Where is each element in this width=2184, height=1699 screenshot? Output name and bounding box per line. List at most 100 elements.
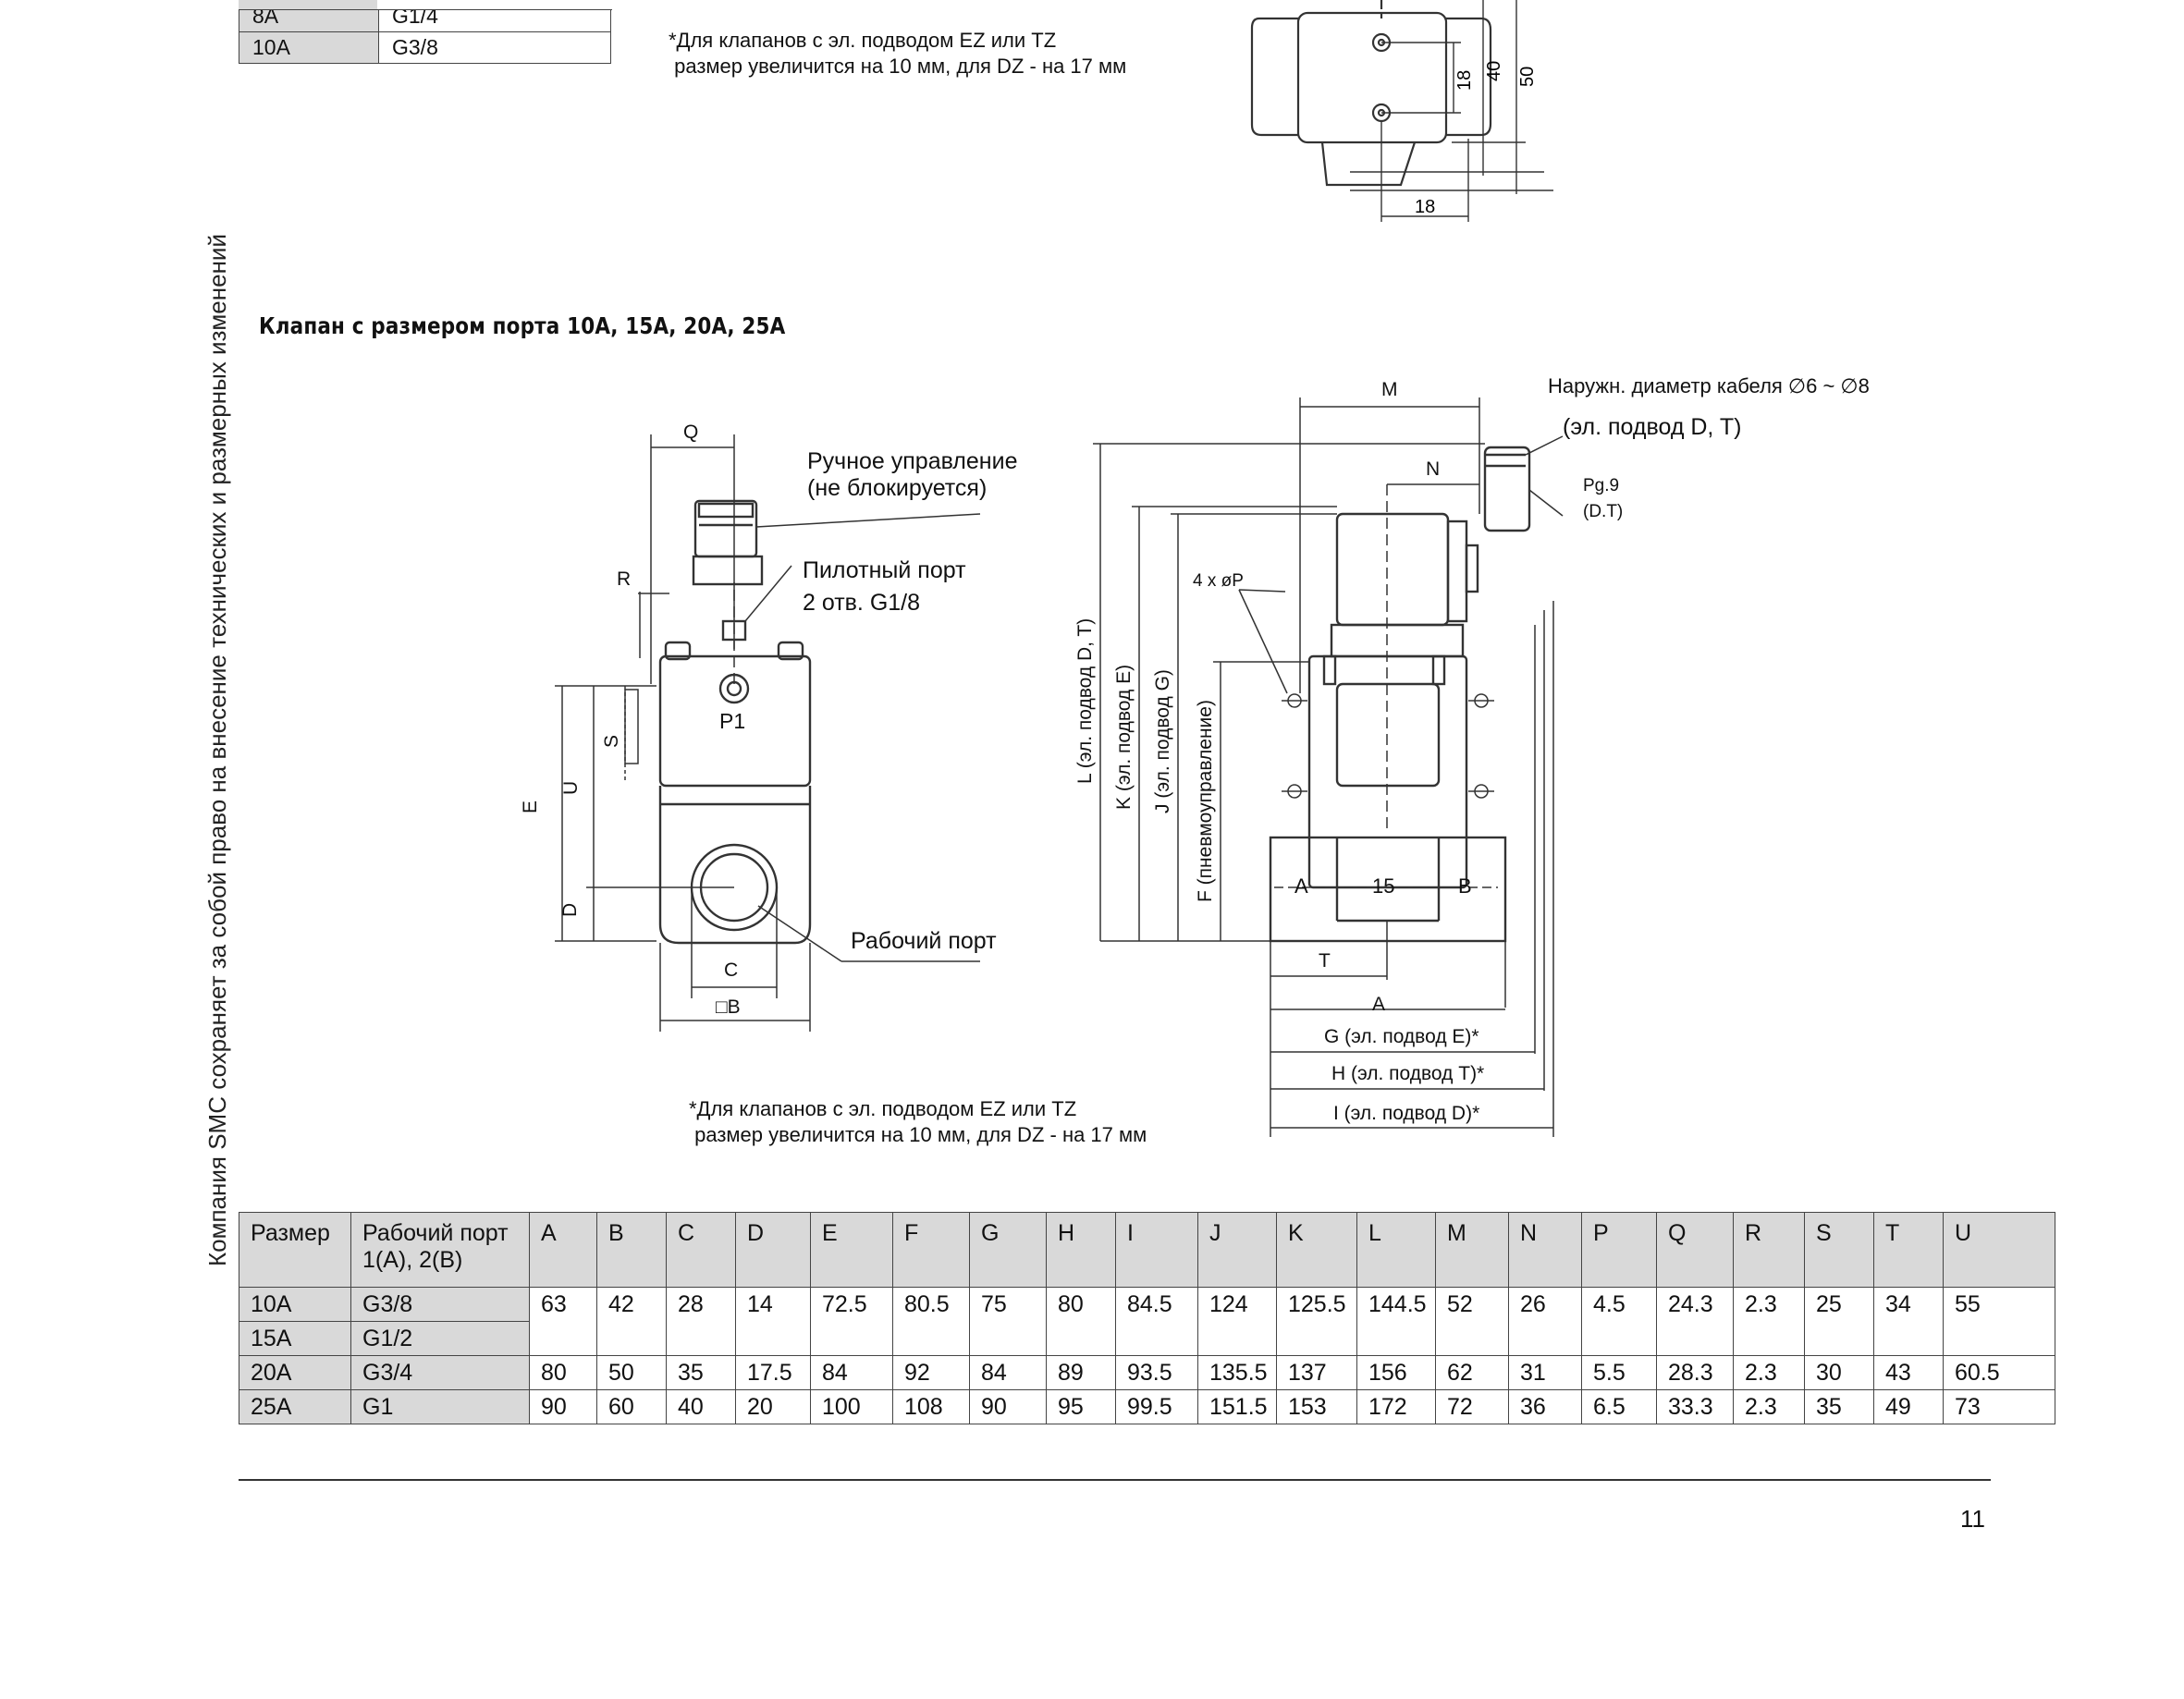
value-cell: 108 (892, 1389, 970, 1424)
size-cell: 10A (239, 1287, 351, 1322)
dim-50: 50 (1517, 67, 1538, 87)
dim-d: D (559, 902, 581, 917)
port-cell: G3/4 (350, 1355, 530, 1390)
dim-u: U (560, 780, 582, 795)
value-cell: 151.5 (1197, 1389, 1277, 1424)
value-cell: 75 (969, 1287, 1047, 1356)
value-cell: 72.5 (810, 1287, 893, 1356)
dim-s: S (601, 734, 622, 748)
dim-40: 40 (1484, 61, 1504, 81)
value-cell: 24.3 (1656, 1287, 1734, 1356)
dim-j-vertical: J (эл. подвод G) (1152, 669, 1173, 813)
dim-i-horizontal: I (эл. подвод D)* (1333, 1103, 1480, 1124)
value-cell: 4.5 (1581, 1287, 1657, 1356)
cable-diameter-label: Наружн. диаметр кабеля ∅6 ~ ∅8 (1548, 374, 1870, 397)
header-col: E (810, 1212, 893, 1288)
value-cell: 80 (529, 1355, 597, 1390)
value-cell: 84 (969, 1355, 1047, 1390)
header-col: C (666, 1212, 736, 1288)
value-cell: 50 (596, 1355, 667, 1390)
value-cell: 26 (1508, 1287, 1582, 1356)
port-cell: G1/2 (350, 1321, 530, 1356)
size-cell: 20A (239, 1355, 351, 1390)
dim-m: M (1381, 379, 1398, 400)
value-cell: 36 (1508, 1389, 1582, 1424)
label-line: (не блокируется) (807, 475, 988, 501)
value-cell: 43 (1873, 1355, 1944, 1390)
header-col: M (1435, 1212, 1509, 1288)
pg-sub-label: (D.T) (1583, 502, 1624, 521)
value-cell: 84 (810, 1355, 893, 1390)
dim-18-vertical: 18 (1454, 70, 1475, 91)
note-line: размер увеличится на 10 мм, для DZ - на … (689, 1123, 1147, 1146)
size-cell: 10A (239, 31, 379, 64)
dim-q: Q (683, 422, 699, 443)
value-cell: 89 (1046, 1355, 1116, 1390)
value-cell: 31 (1508, 1355, 1582, 1390)
value-cell: 135.5 (1197, 1355, 1277, 1390)
value-cell: 137 (1276, 1355, 1357, 1390)
value-cell: 90 (969, 1389, 1047, 1424)
note-line: размер увеличится на 10 мм, для DZ - на … (669, 55, 1127, 78)
header-col: U (1943, 1212, 2055, 1288)
value-cell: 30 (1804, 1355, 1874, 1390)
dim-b: □B (716, 996, 741, 1018)
value-cell: 93.5 (1115, 1355, 1198, 1390)
value-cell: 144.5 (1356, 1287, 1436, 1356)
value-cell: 60.5 (1943, 1355, 2055, 1390)
note-line: *Для клапанов с эл. подводом EZ или TZ (689, 1097, 1077, 1120)
dim-t: T (1319, 950, 1331, 972)
value-cell: 80.5 (892, 1287, 970, 1356)
header-col: Q (1656, 1212, 1734, 1288)
value-cell: 35 (666, 1355, 736, 1390)
value-cell: 2.3 (1733, 1389, 1805, 1424)
value-cell: 100 (810, 1389, 893, 1424)
value-cell: 90 (529, 1389, 597, 1424)
left-valve-drawing (555, 434, 981, 1032)
header-size: Размер (239, 1212, 351, 1288)
value-cell: 6.5 (1581, 1389, 1657, 1424)
header-col: S (1804, 1212, 1874, 1288)
note-line: *Для клапанов с эл. подводом EZ или TZ (669, 29, 1057, 52)
header-col: N (1508, 1212, 1582, 1288)
dim-f-vertical: F (пневмоуправление) (1195, 700, 1216, 902)
label-line: Ручное управление (807, 448, 1018, 474)
dim-g-horizontal: G (эл. подвод E)* (1324, 1026, 1479, 1047)
pilot-port-label: Пилотный порт 2 отв. G1/8 (803, 557, 966, 617)
holes-label: 4 x øP (1193, 571, 1244, 591)
header-col: T (1873, 1212, 1944, 1288)
dim-center-15: 15 (1372, 874, 1395, 898)
side-disclaimer: Компания SMC сохраняет за собой право на… (203, 234, 231, 1266)
port-cell: G3/8 (378, 31, 611, 64)
header-col: G (969, 1212, 1047, 1288)
label-line: Пилотный порт (803, 557, 966, 583)
work-port-label: Рабочий порт (851, 928, 997, 954)
dim-e: E (520, 800, 541, 813)
size-cell: 15A (239, 1321, 351, 1356)
header-col: P (1581, 1212, 1657, 1288)
page-number: 11 (1960, 1505, 1985, 1533)
footnote-bottom: *Для клапанов с эл. подводом EZ или TZ р… (689, 1096, 1147, 1148)
dim-l-vertical: L (эл. подвод D, T) (1074, 617, 1096, 784)
value-cell: 2.3 (1733, 1287, 1805, 1356)
value-cell: 99.5 (1115, 1389, 1198, 1424)
dim-18-horizontal: 18 (1415, 197, 1435, 217)
dim-c: C (724, 960, 739, 981)
header-port-line: Рабочий порт (362, 1220, 509, 1246)
value-cell: 60 (596, 1389, 667, 1424)
value-cell: 20 (735, 1389, 811, 1424)
port-cell: G3/8 (350, 1287, 530, 1322)
value-cell: 72 (1435, 1389, 1509, 1424)
header-port: Рабочий порт 1(A), 2(B) (350, 1212, 530, 1288)
header-col: J (1197, 1212, 1277, 1288)
label-line: 2 отв. G1/8 (803, 590, 921, 616)
value-cell: 40 (666, 1389, 736, 1424)
value-cell: 55 (1943, 1287, 2055, 1356)
value-cell: 52 (1435, 1287, 1509, 1356)
dim-k-vertical: K (эл. подвод E) (1113, 664, 1135, 810)
value-cell: 35 (1804, 1389, 1874, 1424)
